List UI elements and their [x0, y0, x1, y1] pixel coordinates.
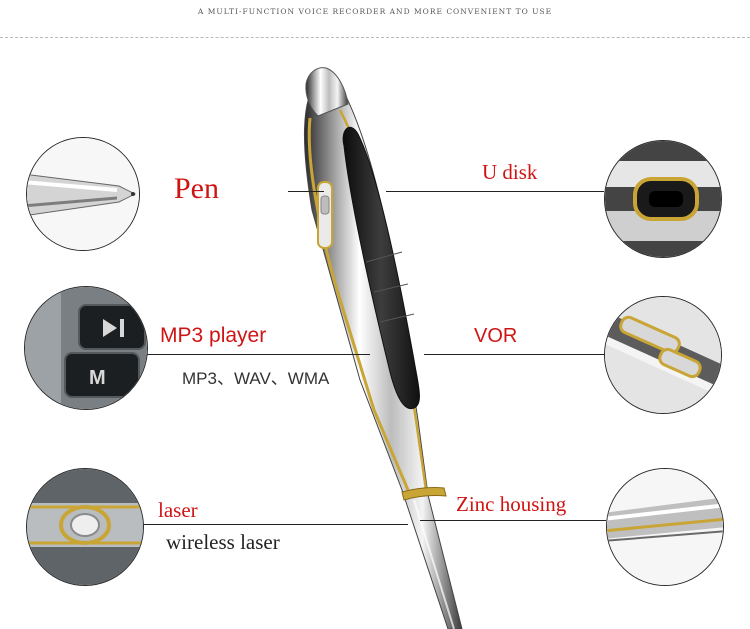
- pen-tip-closeup: [26, 137, 140, 251]
- top-divider: [0, 37, 750, 38]
- laser-label: laser: [158, 498, 198, 522]
- udisk-connector-line: [386, 191, 604, 192]
- mp3-formats: MP3、WAV、WMA: [182, 369, 330, 388]
- vor-label: VOR: [474, 325, 518, 347]
- svg-text:M: M: [89, 367, 106, 389]
- pen-label: Pen: [174, 172, 219, 205]
- zinc-housing-closeup: [606, 468, 724, 586]
- udisk-closeup: [604, 140, 722, 258]
- laser-connector-line: [140, 524, 408, 525]
- vor-switch-closeup: [604, 296, 722, 414]
- play-pause-icon: [78, 304, 146, 350]
- udisk-label: U disk: [482, 160, 538, 184]
- laser-closeup: [26, 468, 144, 586]
- mp3-label: MP3 player: [160, 324, 267, 347]
- vor-connector-line: [424, 354, 606, 355]
- mp3-connector-line: [140, 354, 370, 355]
- zinc-connector-line: [420, 520, 606, 521]
- laser-sub: wireless laser: [166, 530, 280, 554]
- buttons-closeup: M: [24, 286, 148, 410]
- tagline: A MULTI-FUNCTION VOICE RECORDER AND MORE…: [197, 7, 553, 16]
- pen-connector-line: [288, 191, 324, 192]
- zinc-label: Zinc housing: [456, 492, 567, 516]
- m-icon: M: [64, 352, 140, 398]
